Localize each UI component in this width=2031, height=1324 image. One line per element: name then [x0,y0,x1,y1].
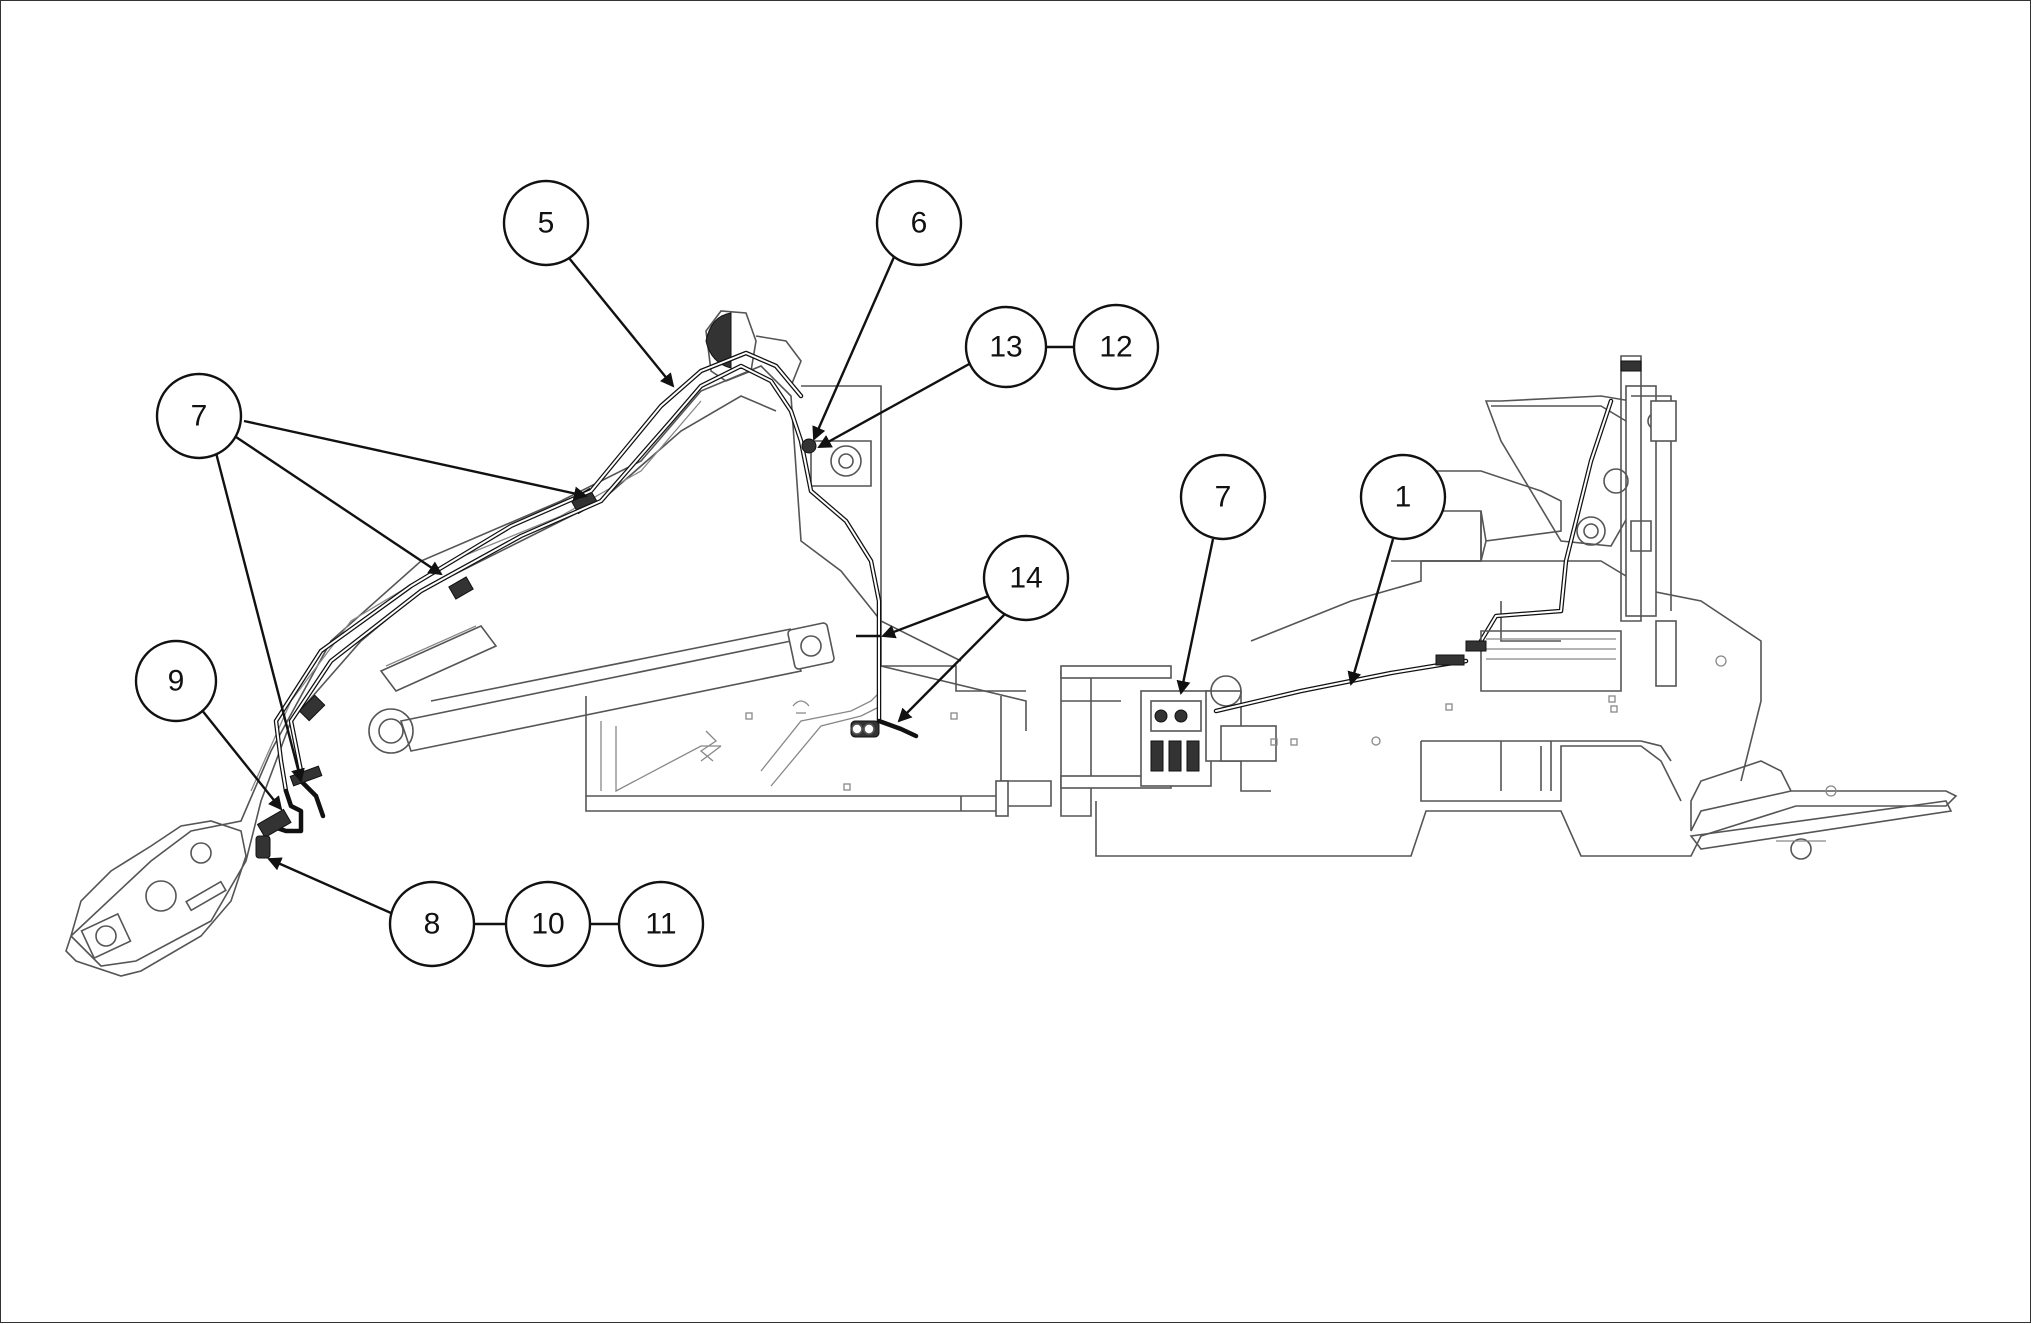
tractor-frame-assembly [1060,355,1958,860]
leader-lines [200,256,1395,926]
leader-7-a [243,419,588,501]
callout-14: 14 [982,534,1070,622]
callout-7-left-label: 7 [191,400,208,433]
callout-12-label: 12 [1099,331,1132,364]
leader-7-c [213,448,305,783]
callout-13: 13 [964,305,1048,389]
leader-1 [1347,538,1395,686]
callout-1: 1 [1359,453,1447,541]
leader-8 [267,857,392,915]
callout-8-label: 8 [424,908,441,941]
callout-7-left: 7 [155,372,243,460]
leader-7-b [232,434,443,576]
leader-14-b [897,612,1007,723]
callout-7-right: 7 [1179,453,1267,541]
leader-6 [812,256,896,441]
callout-7-right-label: 7 [1215,481,1232,514]
leader-13 [817,361,972,449]
leader-7-right [1176,538,1215,695]
callout-12: 12 [1072,303,1160,391]
callout-5-label: 5 [538,207,555,240]
callout-1-label: 1 [1395,481,1412,514]
callout-13-label: 13 [989,331,1022,364]
callout-10: 10 [504,880,592,968]
leader-14-a [881,592,995,639]
callout-10-label: 10 [531,908,564,941]
callout-14-label: 14 [1009,562,1042,595]
leader-5 [568,257,675,388]
callout-9-label: 9 [168,665,185,698]
callout-8: 8 [388,880,476,968]
leader-9 [200,708,283,811]
callout-9: 9 [134,639,218,723]
callout-6-label: 6 [911,207,928,240]
callout-6: 6 [875,179,963,267]
callout-5: 5 [502,179,590,267]
callout-11-label: 11 [645,908,676,941]
callout-11: 11 [617,880,705,968]
loader-boom-assembly [65,310,1052,977]
